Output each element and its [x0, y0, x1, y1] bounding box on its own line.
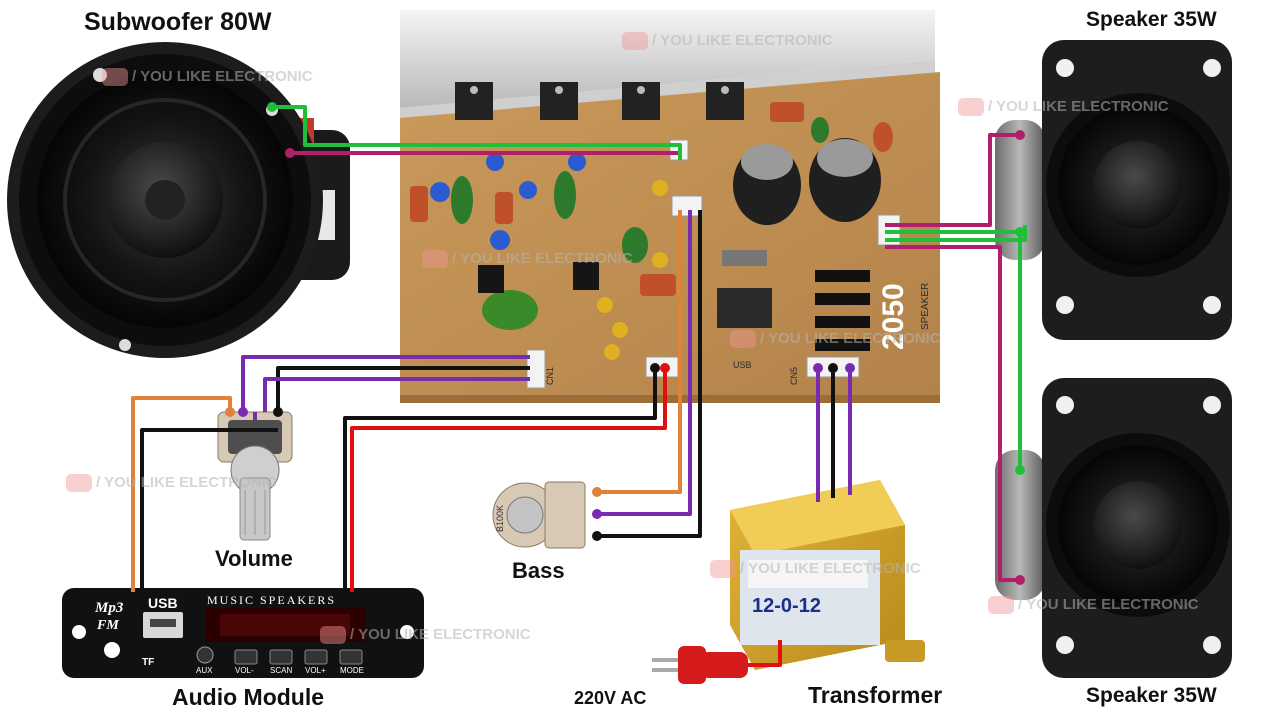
- module-title: MUSIC SPEAKERS: [207, 593, 336, 607]
- module-button-scan: SCAN: [270, 666, 292, 675]
- pot-value-label: B100K: [495, 505, 505, 532]
- connector-cn5: CN5: [789, 367, 799, 385]
- label-audio-module: Audio Module: [172, 684, 325, 710]
- wire-bass-black: [597, 210, 702, 538]
- speaker-bottom: [995, 378, 1232, 678]
- amplifier-board: 2050 SPEAKER USB CN1 CN5: [400, 10, 940, 403]
- wire-speaker-magenta-a: [885, 133, 1020, 227]
- board-model: 2050: [877, 283, 910, 350]
- volume-potentiometer: [217, 411, 293, 541]
- module-usb-text: USB: [148, 595, 178, 611]
- audio-module: Mp3 FM USB MUSIC SPEAKERS TF AUX VOL- SC…: [62, 588, 424, 678]
- watermark: / YOU LIKE ELECTRONIC: [988, 596, 1199, 615]
- module-brand-mp3: Mp3: [94, 600, 124, 616]
- label-transformer: Transformer: [808, 682, 943, 708]
- watermark: / YOU LIKE ELECTRONIC: [102, 68, 313, 87]
- connector-cn1: CN1: [545, 367, 555, 385]
- wire-speaker-magenta-b: [885, 245, 1020, 582]
- label-volume: Volume: [215, 546, 293, 571]
- label-220v-ac: 220V AC: [574, 688, 647, 708]
- board-usb-text: USB: [733, 360, 752, 370]
- wire-module-black: [140, 428, 278, 592]
- module-brand-fm: FM: [96, 618, 119, 633]
- module-tf-text: TF: [142, 657, 154, 668]
- power-transistors: [455, 82, 744, 120]
- capacitors: [410, 102, 893, 360]
- watermark: / YOU LIKE ELECTRONIC: [66, 474, 277, 493]
- rectifier-diodes: [815, 270, 870, 351]
- transformer-rating: 12-0-12: [752, 595, 821, 617]
- module-button-vol-plus: VOL+: [305, 666, 326, 675]
- board-speaker-text: SPEAKER: [920, 283, 931, 330]
- wire-volume-black: [276, 366, 530, 412]
- subwoofer: [7, 42, 350, 358]
- wire-plug-red: [748, 640, 782, 667]
- label-bass: Bass: [512, 558, 565, 583]
- wire-module-black-b: [343, 372, 657, 592]
- wires: [131, 105, 1027, 667]
- bass-potentiometer: B100K: [492, 481, 586, 549]
- watermark: / YOU LIKE ELECTRONIC: [730, 330, 941, 349]
- ac-plug: [652, 646, 748, 684]
- module-aux-text: AUX: [196, 666, 213, 675]
- wire-volume-orange: [131, 396, 232, 592]
- watermark: / YOU LIKE ELECTRONIC: [710, 560, 921, 579]
- label-subwoofer: Subwoofer 80W: [84, 8, 272, 36]
- transformer: 12-0-12: [730, 480, 925, 670]
- wire-terminals: [225, 102, 1025, 585]
- wire-volume-purple-a: [241, 355, 530, 412]
- wire-module-red: [350, 372, 667, 592]
- watermark: / YOU LIKE ELECTRONIC: [958, 98, 1169, 117]
- module-button-vol-minus: VOL-: [235, 666, 254, 675]
- watermark: / YOU LIKE ELECTRONIC: [320, 626, 531, 645]
- label-speaker-bottom: Speaker 35W: [1086, 684, 1217, 707]
- module-button-mode: MODE: [340, 666, 364, 675]
- watermark: / YOU LIKE ELECTRONIC: [422, 250, 633, 269]
- wire-volume-purple-b: [263, 377, 530, 412]
- wire-subwoofer-green: [268, 105, 682, 160]
- wire-speaker-green-b: [885, 225, 1027, 242]
- watermark: / YOU LIKE ELECTRONIC: [622, 32, 833, 51]
- label-speaker-top: Speaker 35W: [1086, 8, 1217, 31]
- wire-bass-orange: [597, 210, 682, 494]
- wire-bass-purple: [597, 210, 692, 516]
- ic-chips: [478, 250, 772, 328]
- speaker-top: [995, 40, 1232, 340]
